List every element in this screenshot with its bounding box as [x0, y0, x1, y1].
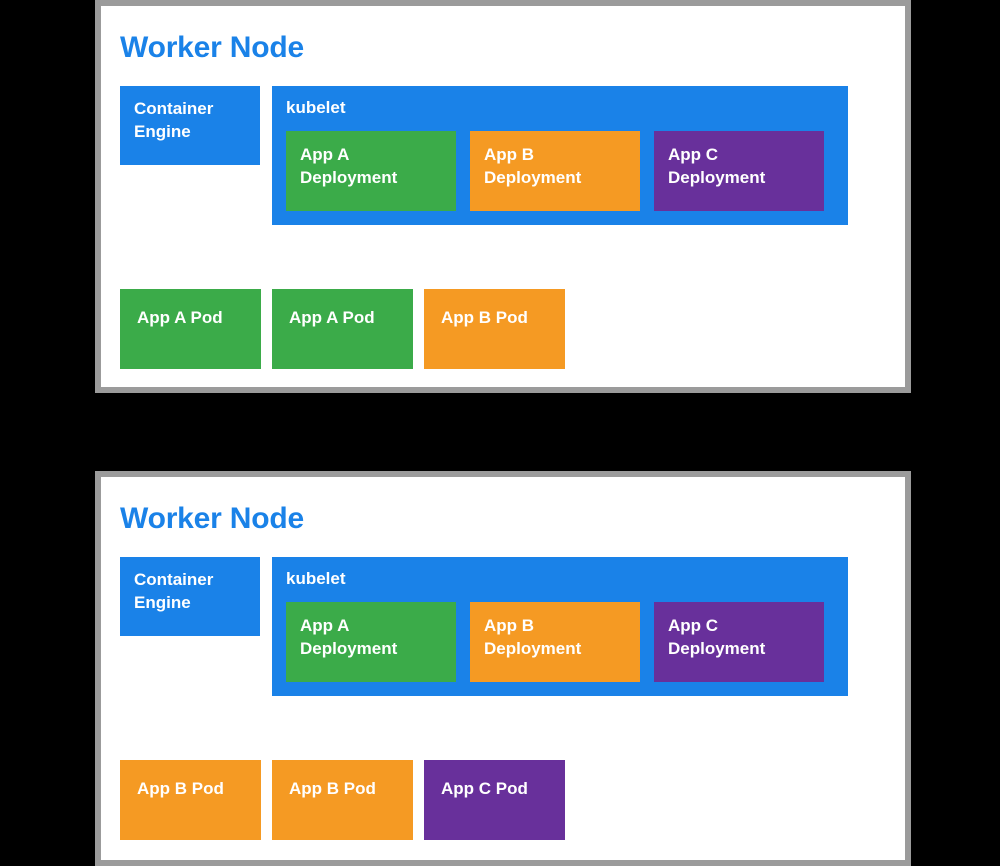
pod-box: App C Pod [424, 760, 565, 840]
container-engine-label-line1: Container [134, 570, 214, 589]
deployment-label-line1: App A [300, 616, 350, 635]
worker-node-panel: Worker Node Container Engine kubelet App… [95, 471, 911, 866]
page-title: Worker Node [120, 31, 304, 64]
page-title: Worker Node [120, 502, 304, 535]
deployment-label-line2: Deployment [300, 638, 398, 658]
deployments-row: App A Deployment App B Deployment App C … [286, 602, 824, 682]
deployment-label-line2: Deployment [300, 167, 398, 187]
deployment-box: App C Deployment [654, 602, 824, 682]
pod-box: App B Pod [120, 760, 261, 840]
deployment-label-line2: Deployment [668, 167, 766, 187]
deployment-box: App B Deployment [470, 131, 640, 211]
deployment-label-line1: App C [668, 145, 719, 164]
pod-box: App B Pod [424, 289, 565, 369]
pods-row: App A Pod App A Pod App B Pod [120, 289, 565, 369]
kubelet-label: kubelet [286, 569, 346, 588]
deployment-box: App B Deployment [470, 602, 640, 682]
deployment-label-line2: Deployment [484, 167, 582, 187]
deployment-box: App A Deployment [286, 602, 456, 682]
pod-box: App A Pod [272, 289, 413, 369]
pod-box: App A Pod [120, 289, 261, 369]
deployment-label-line1: App B [484, 145, 535, 164]
container-engine-label-line2: Engine [134, 121, 191, 141]
worker-node-panel: Worker Node Container Engine kubelet App… [95, 0, 911, 393]
deployment-box: App A Deployment [286, 131, 456, 211]
pods-row: App B Pod App B Pod App C Pod [120, 760, 565, 840]
deployment-box: App C Deployment [654, 131, 824, 211]
container-engine-label-line2: Engine [134, 592, 191, 612]
kubelet-label: kubelet [286, 98, 346, 117]
container-engine-box: Container Engine [120, 557, 260, 636]
deployment-label-line2: Deployment [484, 638, 582, 658]
kubelet-box: kubelet App A Deployment App B Deploymen… [272, 557, 848, 696]
pod-box: App B Pod [272, 760, 413, 840]
container-engine-box: Container Engine [120, 86, 260, 165]
deployment-label-line1: App B [484, 616, 535, 635]
deployment-label-line1: App A [300, 145, 350, 164]
container-engine-label-line1: Container [134, 99, 214, 118]
deployment-label-line1: App C [668, 616, 719, 635]
deployments-row: App A Deployment App B Deployment App C … [286, 131, 824, 211]
deployment-label-line2: Deployment [668, 638, 766, 658]
kubelet-box: kubelet App A Deployment App B Deploymen… [272, 86, 848, 225]
